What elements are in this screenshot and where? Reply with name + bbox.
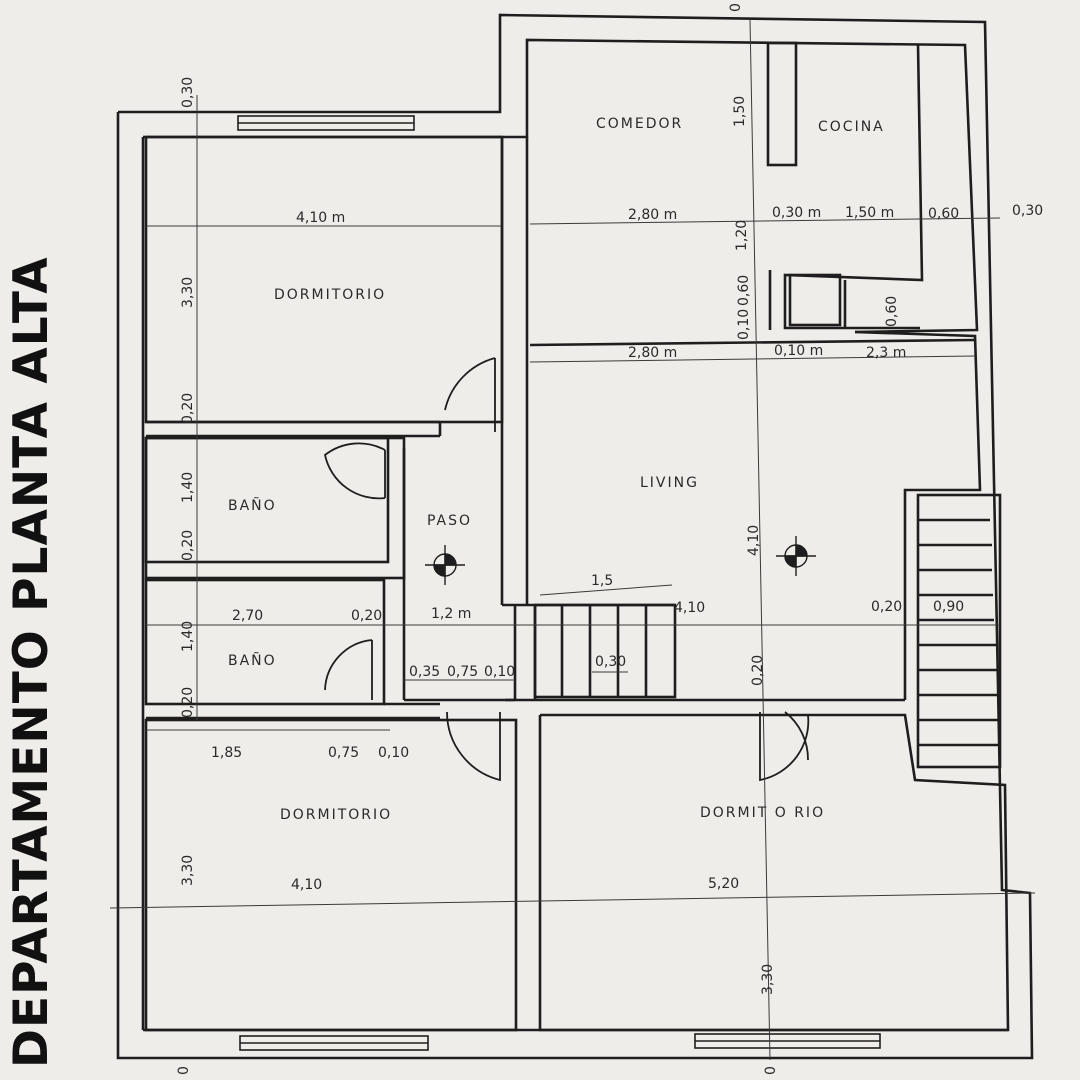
section-marker-paso bbox=[425, 545, 465, 585]
dim-label: 0,10 bbox=[378, 745, 409, 761]
dim-label: 0,10 m bbox=[774, 343, 823, 359]
dim-label: 0,75 bbox=[328, 745, 359, 761]
room-cocina: COCINA bbox=[818, 119, 885, 135]
dim-label: 0,60 bbox=[928, 206, 959, 222]
stairs-upper bbox=[916, 493, 1002, 769]
dim-label: 2,70 bbox=[232, 608, 263, 624]
dim-label: 1,50 m bbox=[845, 205, 894, 221]
dim-label: 0,10 bbox=[484, 664, 515, 680]
dim-label: 0,10 bbox=[736, 309, 752, 340]
door-dormitorio bbox=[444, 357, 496, 432]
dim-label: 3,30 bbox=[180, 277, 196, 308]
kitchen-counter bbox=[783, 44, 924, 330]
wall-dormitorio-br bbox=[538, 713, 1010, 1032]
walls bbox=[116, 13, 1034, 1060]
room-paso: PASO bbox=[427, 513, 472, 529]
dimension-lines bbox=[109, 19, 1036, 1061]
dim-label: 1,85 bbox=[211, 745, 242, 761]
dim-label: 4,10 bbox=[746, 525, 762, 556]
dim-label: 0,30 bbox=[1012, 203, 1043, 219]
door-bano-1 bbox=[324, 442, 386, 500]
dim-label: 0 bbox=[728, 3, 744, 12]
dim-label: 4,10 bbox=[291, 877, 322, 893]
dim-label: 0,20 bbox=[180, 687, 196, 718]
dim-label: 0,20 bbox=[750, 655, 766, 686]
dim-label: 3,30 bbox=[760, 964, 776, 995]
door-dormitorio-br bbox=[759, 712, 810, 782]
windows bbox=[237, 115, 881, 1051]
dim-label: 1,20 bbox=[734, 220, 750, 251]
door-paso bbox=[446, 711, 501, 782]
doors bbox=[324, 357, 810, 782]
dim-label: 1,40 bbox=[180, 621, 196, 652]
dim-label: 5,20 bbox=[708, 876, 739, 892]
dim-label: 0,75 bbox=[447, 664, 478, 680]
room-bano-1: BAÑO bbox=[228, 497, 277, 514]
dim-label: 4,10 bbox=[674, 600, 705, 616]
kitchen-sink bbox=[788, 273, 842, 327]
outer-wall bbox=[116, 13, 1034, 1060]
wall-seg bbox=[529, 338, 976, 347]
inner-wall bbox=[143, 38, 979, 334]
dim-label: 0,30 bbox=[180, 77, 196, 108]
dim-label: 1,40 bbox=[180, 472, 196, 503]
dim-label: 1,2 m bbox=[431, 606, 471, 622]
dim-label: 0 bbox=[763, 1066, 779, 1075]
dim-label: 0,20 bbox=[180, 530, 196, 561]
dim-label: 4,10 m bbox=[296, 210, 345, 226]
wall-bano-2 bbox=[144, 578, 386, 706]
dim-label: 0,30 bbox=[595, 654, 626, 670]
dim-label: 0,90 bbox=[933, 599, 964, 615]
room-living: LIVING bbox=[640, 475, 699, 491]
door-bano-2 bbox=[324, 639, 373, 700]
room-comedor: COMEDOR bbox=[596, 116, 683, 132]
dim-label: 2,80 m bbox=[628, 345, 677, 361]
wall-living bbox=[854, 330, 982, 700]
dim-label: 3,30 bbox=[180, 855, 196, 886]
dim-label: 0,30 m bbox=[772, 205, 821, 221]
dim-label: 0,20 bbox=[871, 599, 902, 615]
dim-label: 1,5 bbox=[591, 573, 613, 589]
dim-label: 0,20 bbox=[180, 393, 196, 424]
dim-label: 0,60 bbox=[736, 275, 752, 306]
dim-label: 0,35 bbox=[409, 664, 440, 680]
wall-dormitorio-top bbox=[144, 135, 504, 424]
room-dormitorio-bl: DORMITORIO bbox=[280, 807, 392, 823]
dim-label: 0 bbox=[176, 1066, 192, 1075]
dim-label: 1,50 bbox=[732, 96, 748, 127]
dim-label: 0,60 bbox=[884, 296, 900, 327]
room-dormitorio-br: DORMIT O RIO bbox=[700, 805, 825, 821]
room-dormitorio-top: DORMITORIO bbox=[274, 287, 386, 303]
dim-label: 2,80 m bbox=[628, 207, 677, 223]
wall-dormitorio-bl bbox=[144, 718, 518, 1032]
dim-label: 0,20 bbox=[351, 608, 382, 624]
room-bano-2: BAÑO bbox=[228, 652, 277, 669]
kitchen-column bbox=[766, 41, 798, 167]
stairs-lower bbox=[533, 603, 677, 699]
door-living bbox=[784, 711, 809, 761]
dim-label: 2,3 m bbox=[866, 345, 906, 361]
section-marker-living bbox=[776, 536, 816, 576]
